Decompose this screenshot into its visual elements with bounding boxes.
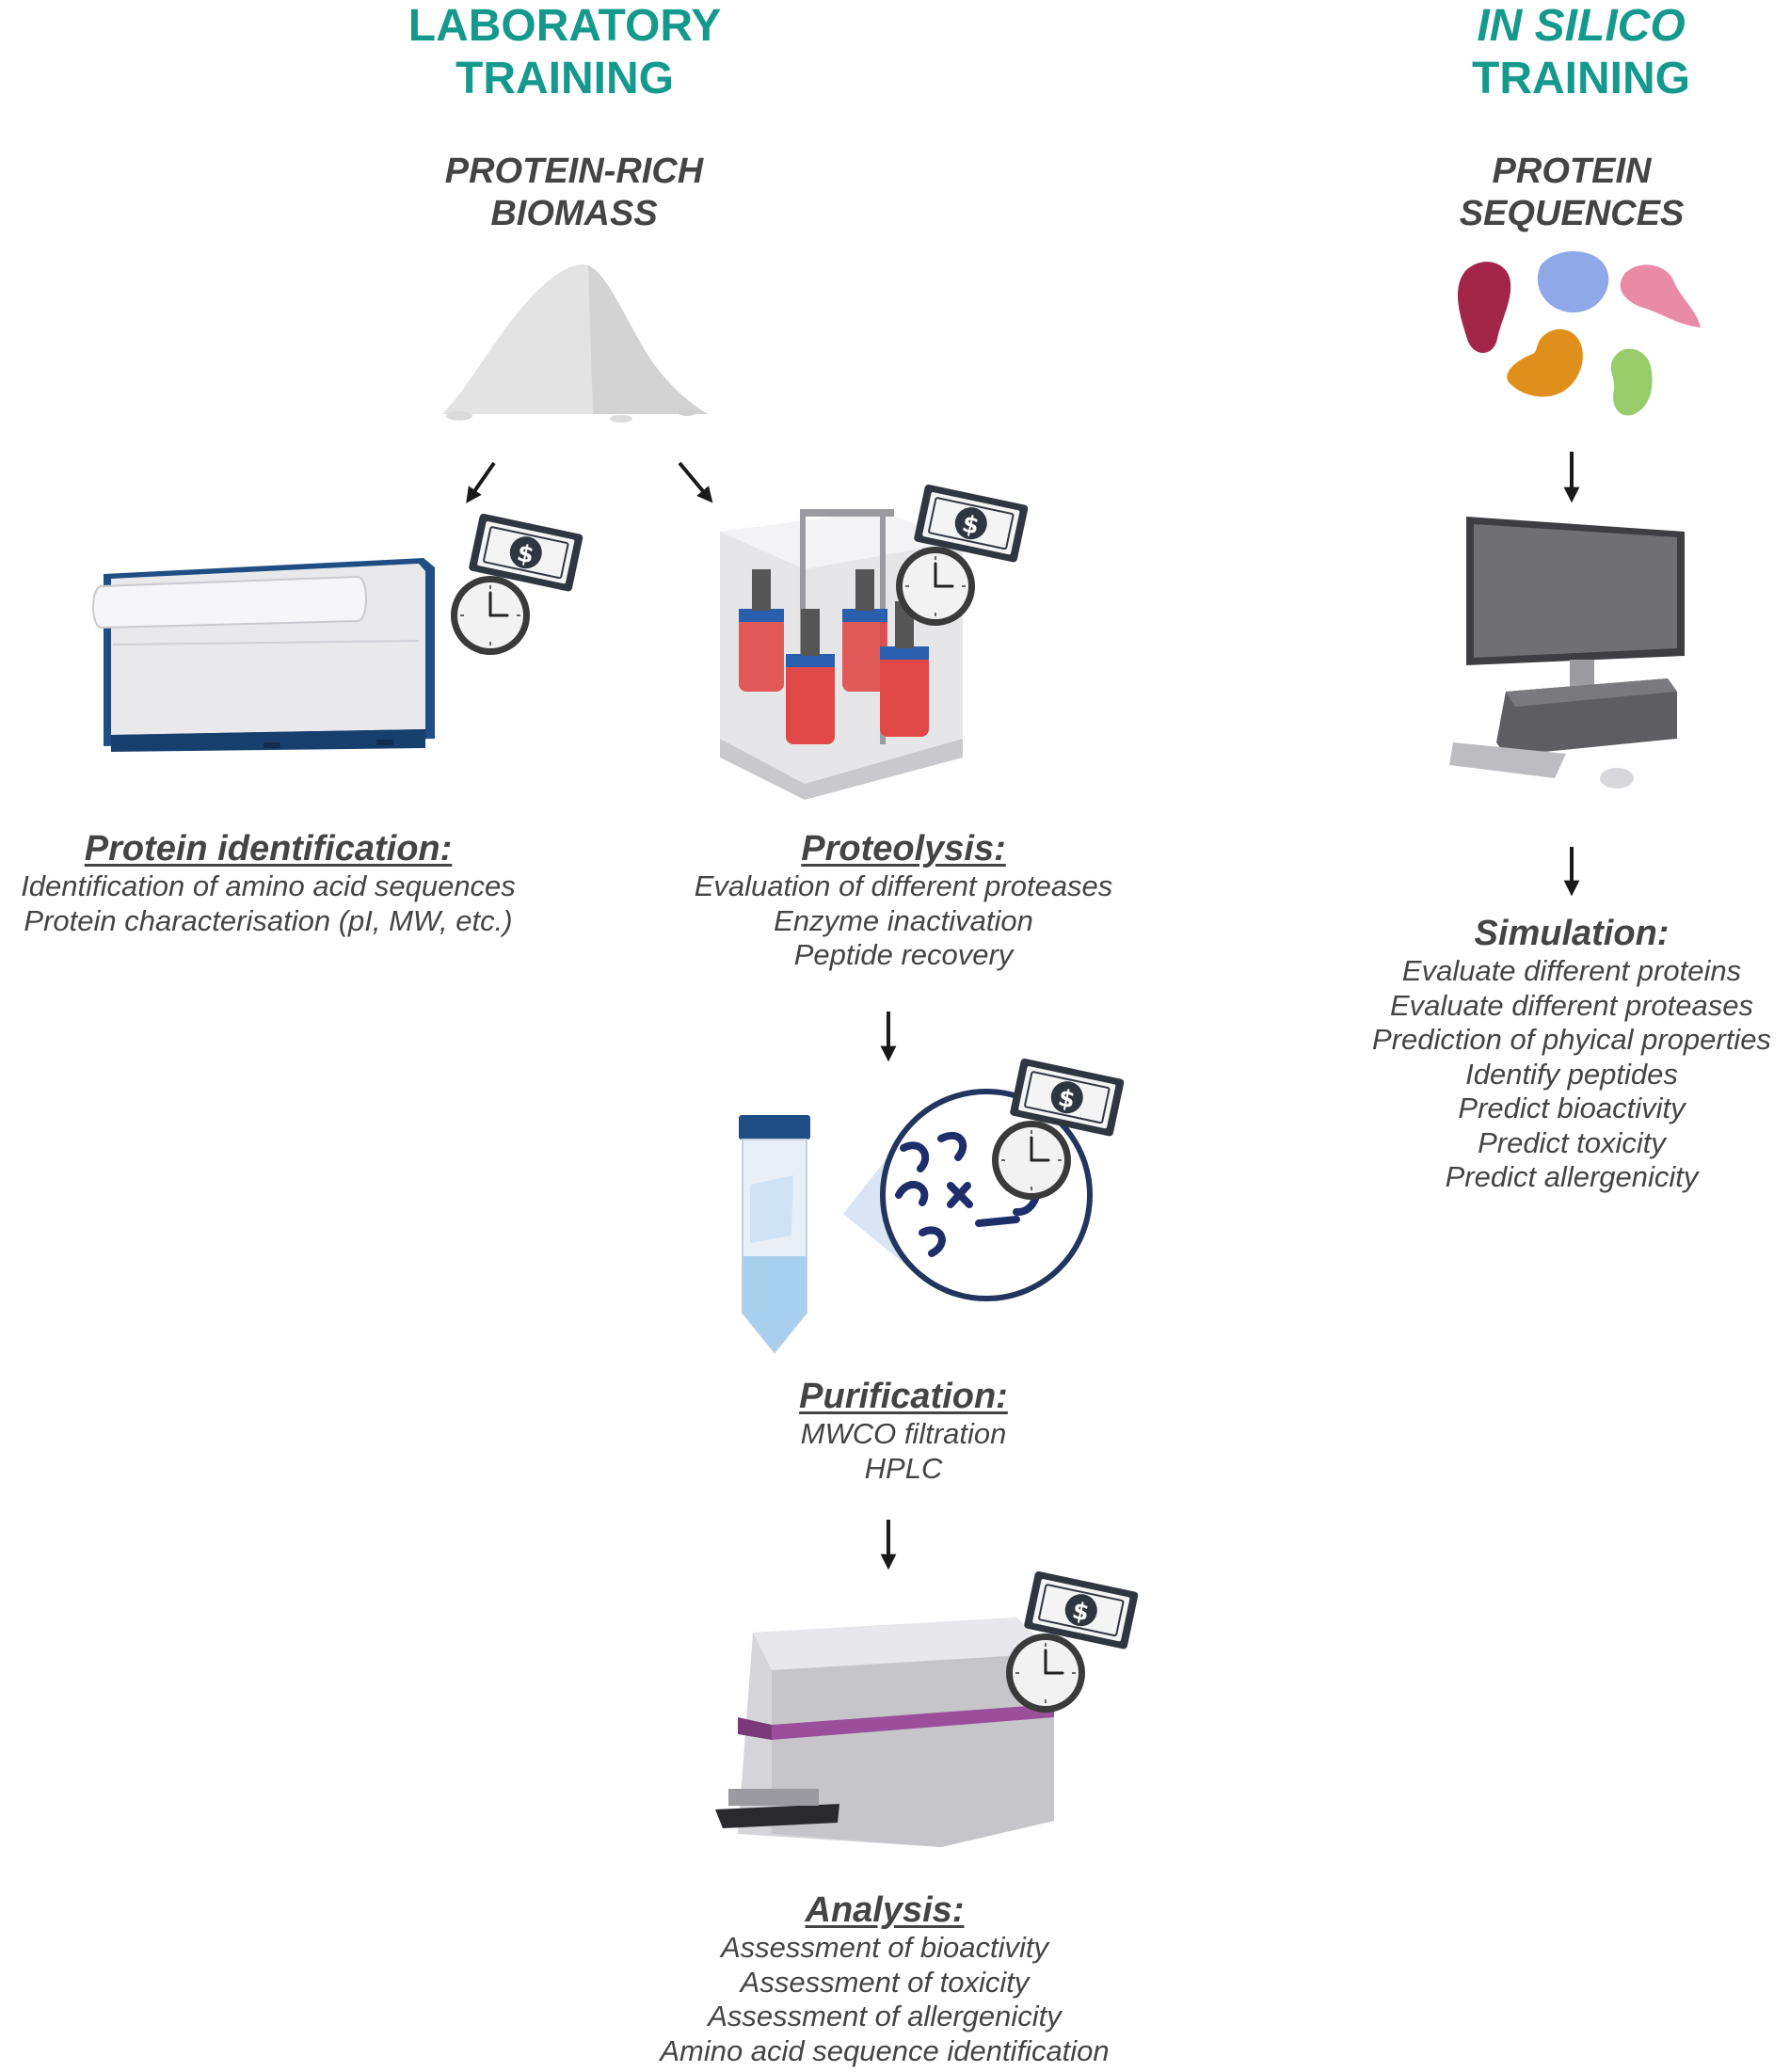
step-line: Assessment of allergenicity bbox=[708, 2000, 1062, 2032]
step-line: Predict bioactivity bbox=[1458, 1092, 1686, 1124]
lab-source-label: PROTEIN-RICH BIOMASS bbox=[376, 151, 772, 235]
analysis-block: Analysis: Assessment of bioactivity Asse… bbox=[612, 1889, 1158, 2068]
cost-time-badge bbox=[990, 1056, 1127, 1202]
cost-time-badge bbox=[449, 511, 585, 657]
step-heading: Protein identification: bbox=[84, 829, 453, 869]
step-line: Peptide recovery bbox=[793, 938, 1014, 971]
step-line: Evaluate different proteins bbox=[1401, 954, 1742, 987]
purification-block: Purification: MWCO filtration HPLC bbox=[715, 1376, 1092, 1486]
step-line: Prediction of phyical properties bbox=[1372, 1023, 1771, 1056]
mass-spectrometer-icon bbox=[92, 558, 435, 752]
protein-structures-icon bbox=[1458, 250, 1701, 416]
silico-title-line2: TRAINING bbox=[1472, 54, 1690, 104]
step-line: Evaluation of different proteases bbox=[694, 869, 1113, 902]
step-line: MWCO filtration bbox=[800, 1417, 1007, 1450]
step-heading: Purification: bbox=[799, 1377, 1008, 1416]
step-line: Predict toxicity bbox=[1478, 1125, 1666, 1159]
step-line: HPLC bbox=[864, 1451, 943, 1485]
step-line: Enzyme inactivation bbox=[774, 903, 1033, 937]
cost-time-badge bbox=[894, 482, 1031, 628]
simulation-block: Simulation: Evaluate different proteins … bbox=[1355, 913, 1788, 1195]
silico-title-line1: IN SILICO bbox=[1477, 1, 1686, 51]
lab-title-line1: LABORATORY bbox=[408, 1, 722, 51]
cost-time-badge bbox=[1004, 1569, 1141, 1714]
lab-title: LABORATORY TRAINING bbox=[339, 0, 791, 105]
lab-source-line2: BIOMASS bbox=[490, 194, 658, 233]
step-line: Amino acid sequence identification bbox=[660, 2033, 1110, 2067]
silico-source-line2: SEQUENCES bbox=[1459, 194, 1685, 233]
plate-reader-icon bbox=[715, 1618, 1054, 1847]
silico-source-line1: PROTEIN bbox=[1492, 151, 1652, 191]
step-heading: Analysis: bbox=[805, 1890, 965, 1930]
desktop-computer-icon bbox=[1449, 517, 1685, 789]
silico-source-label: PROTEIN SEQUENCES bbox=[1383, 151, 1760, 235]
centrifuge-tube-icon bbox=[739, 1115, 810, 1354]
lab-source-line1: PROTEIN-RICH bbox=[444, 151, 704, 191]
step-line: Identify peptides bbox=[1465, 1057, 1678, 1091]
step-line: Assessment of toxicity bbox=[740, 1965, 1030, 1999]
biomass-powder-icon bbox=[442, 264, 708, 422]
arrow-icon bbox=[678, 461, 713, 503]
step-heading: Proteolysis: bbox=[801, 829, 1006, 869]
protein-identification-block: Protein identification: Identification o… bbox=[0, 828, 536, 938]
step-line: Predict allergenicity bbox=[1445, 1160, 1699, 1193]
proteolysis-block: Proteolysis: Evaluation of different pro… bbox=[659, 828, 1148, 973]
step-line: Protein characterisation (pI, MW, etc.) bbox=[24, 903, 513, 937]
step-line: Identification of amino acid sequences bbox=[21, 869, 516, 902]
step-line: Evaluate different proteases bbox=[1389, 988, 1754, 1022]
lab-title-line2: TRAINING bbox=[455, 54, 674, 104]
arrow-icon bbox=[466, 461, 496, 503]
step-heading: Simulation: bbox=[1474, 914, 1670, 953]
silico-title: IN SILICO TRAINING bbox=[1393, 0, 1769, 105]
step-line: Assessment of bioactivity bbox=[720, 1931, 1049, 1964]
